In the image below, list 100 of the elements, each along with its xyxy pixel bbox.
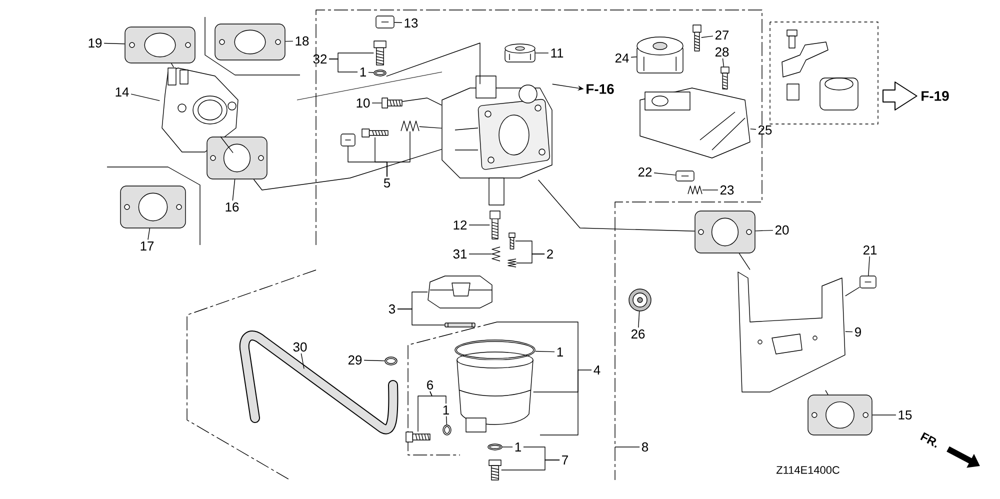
bolt (490, 210, 500, 240)
o-ring (374, 70, 386, 76)
leader-line (738, 253, 750, 270)
callout-number: 1 (443, 406, 449, 414)
callout-number: 26 (631, 329, 645, 339)
leader-line (533, 370, 592, 392)
callout-number: 24 (615, 53, 629, 63)
callout-number: 1 (360, 68, 366, 76)
leader-line (535, 52, 549, 54)
fuel-tube (239, 330, 398, 434)
leader-line (845, 286, 860, 296)
callout-number: 2 (547, 249, 553, 259)
callout-number: 32 (313, 54, 327, 64)
callout-number: 19 (88, 38, 102, 48)
leader-line (394, 22, 402, 23)
clip (676, 170, 694, 182)
bolt (692, 24, 702, 52)
gasket (694, 210, 756, 254)
gasket (124, 26, 196, 64)
leader-line (430, 391, 446, 404)
o-ring (442, 424, 452, 436)
callout-number: 3 (388, 304, 396, 314)
callout-number: 21 (863, 245, 877, 255)
leader-line (419, 126, 442, 129)
leader-line (630, 56, 637, 58)
callout-number: 22 (638, 167, 652, 177)
callout-number: 15 (898, 410, 912, 420)
callout-number: 28 (715, 47, 729, 57)
callout-number: 25 (758, 125, 772, 135)
leader-line (722, 58, 724, 67)
spring (400, 120, 420, 132)
direction-label: FR. (920, 432, 937, 448)
leader-line (502, 446, 513, 448)
leader-line (845, 331, 853, 332)
leader-line (104, 42, 125, 44)
leader-line (654, 172, 676, 176)
leader-line (516, 254, 545, 264)
callout-number: 20 (775, 225, 789, 235)
bolt (720, 66, 730, 90)
leader-line (285, 40, 294, 42)
clip (376, 16, 394, 28)
o-ring (454, 340, 536, 360)
screw (362, 128, 388, 138)
cap (504, 44, 536, 62)
callout-number: 16 (226, 202, 239, 212)
clip (340, 134, 356, 146)
leader-line (170, 63, 174, 68)
spring (688, 186, 702, 194)
leader-line (614, 446, 640, 448)
leader-line (638, 311, 640, 328)
spring (508, 258, 516, 268)
carburetor-drawing (442, 76, 552, 206)
callout-number: 18 (296, 36, 309, 46)
float-bowl (456, 352, 534, 432)
callout-number: 31 (453, 249, 467, 259)
spring (492, 246, 500, 262)
gasket (206, 136, 268, 180)
leader-line (386, 131, 410, 177)
screw (406, 432, 430, 442)
reference-label: F-19 (922, 91, 949, 101)
callout-number: 6 (427, 380, 434, 390)
leader-line (300, 353, 304, 369)
callout-number: 13 (404, 18, 418, 28)
leader-line (220, 136, 234, 154)
bolt (374, 40, 386, 66)
leader-line (446, 416, 448, 425)
callout-number: 8 (642, 442, 648, 452)
callout-number: 7 (562, 456, 568, 464)
callout-number: 23 (720, 185, 734, 195)
callout-number: 17 (140, 242, 154, 250)
cap (636, 36, 684, 74)
bolt (508, 232, 516, 250)
leader-line (535, 350, 555, 352)
leader-line (328, 58, 358, 72)
callout-number: 14 (116, 88, 129, 96)
callout-number: 5 (384, 178, 390, 188)
callout-number: 9 (855, 327, 861, 337)
reference-label: F-16 (586, 84, 614, 94)
leader-line (468, 224, 490, 226)
gasket (808, 394, 872, 436)
leader-line (825, 390, 828, 395)
float-pin (444, 322, 476, 328)
leader-line (501, 460, 560, 470)
leader-line (868, 256, 870, 276)
o-ring (488, 444, 502, 450)
leader-line (397, 308, 446, 326)
leader-line (750, 128, 756, 130)
bolt (488, 460, 502, 480)
screw (382, 98, 402, 108)
drawing-code: Z114E1400C (776, 466, 840, 474)
leader-line (372, 102, 382, 104)
callout-number: 12 (454, 220, 467, 230)
callout-number: 27 (715, 30, 729, 40)
leader-line (253, 148, 442, 190)
cover-base (640, 88, 750, 158)
leader-line (538, 180, 695, 232)
callout-number: 1 (515, 442, 521, 452)
leader-line (130, 94, 160, 102)
grommet (628, 288, 652, 312)
heat-shield (738, 272, 846, 392)
